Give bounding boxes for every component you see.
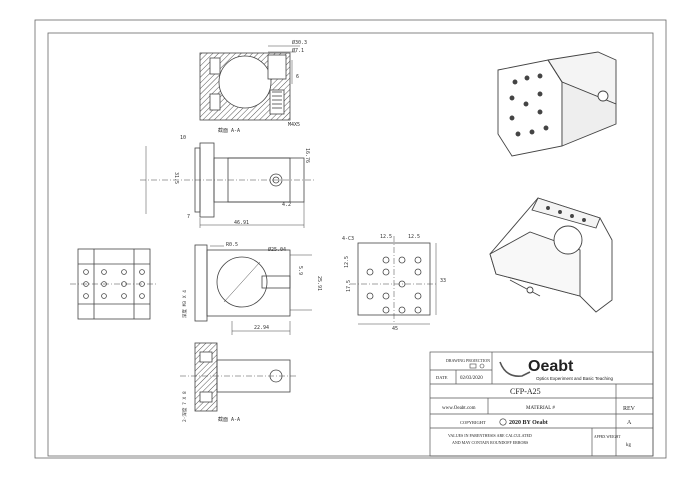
dim-25-91: 25.91 (316, 276, 322, 291)
drawing-projection-label: DRAWING PROJECTION (446, 358, 490, 363)
side-note-b: 2-深度 7 X 8 (181, 391, 188, 422)
hole-pattern-view (350, 236, 438, 325)
dim-12-5-b: 12.5 (408, 234, 420, 240)
front-view (194, 244, 312, 335)
isometric-view-bottom (489, 197, 613, 313)
dim-46-91: 46.91 (234, 220, 249, 226)
dim-4-c3: 4-C3 (342, 236, 354, 242)
material-label: MATERIAL # (526, 406, 555, 411)
copyright-icon (499, 418, 507, 426)
note-line-1: VALUES IN PARENTHESIS ARE CALCULATED (448, 433, 532, 438)
inner-border (47, 32, 654, 457)
section-label-top: 截面 A-A (218, 127, 240, 134)
dim-33: 33 (440, 278, 446, 284)
dim-12-5-c: 12.5 (344, 256, 350, 268)
isometric-view-top (497, 51, 617, 157)
note-line-2: AND MAY CONTAIN ROUNDOFF ERRORS (452, 440, 528, 445)
dim-17-5: 17.5 (346, 280, 352, 292)
dim-31-5: 31.5 (173, 172, 179, 184)
dim-m4: M4X5 (288, 122, 300, 128)
dim-16-76: 16.76 (304, 148, 310, 163)
rev-label: REV (623, 406, 636, 412)
website: www.Oeabt.com (442, 406, 476, 411)
date-label: DATE (436, 375, 448, 380)
part-number: CFP-A25 (510, 387, 541, 396)
section-label-bottom: 截面 A-A (218, 416, 240, 423)
end-view-left (70, 248, 158, 320)
outer-border (34, 19, 667, 459)
date-value: 02/03/2020 (460, 376, 483, 381)
dim-d30-3: Ø30.3 (292, 39, 307, 46)
logo-text: Oeabt (528, 358, 574, 375)
dim-6: 6 (296, 74, 299, 80)
title-block (429, 351, 654, 457)
dim-r0-5: R0.5 (226, 242, 238, 248)
oeabt-logo: Oeabt Optics Experiment and Basic Teachi… (499, 358, 613, 381)
copyright-value: 2020 BY Oeabt (509, 420, 548, 426)
dim-45: 45 (392, 326, 398, 332)
dim-12-5-a: 12.5 (380, 234, 392, 240)
projection-symbol (469, 363, 485, 369)
logo-tagline: Optics Experiment and Basic Teaching (536, 376, 613, 381)
dim-4-2: 4.2 (282, 202, 291, 208)
dim-d7-1: Ø7.1 (292, 47, 304, 54)
side-view (140, 142, 315, 228)
weight-unit: kg (626, 443, 632, 448)
side-note-a: 深度 M3 X 4 (181, 290, 188, 318)
dim-22-94: 22.94 (254, 325, 269, 331)
section-view-top (199, 45, 300, 121)
section-view-bottom (180, 342, 296, 412)
dim-d25-04: Ø25.04 (268, 246, 286, 253)
copyright-label: COPYRIGHT (460, 420, 486, 425)
approx-weight-label: APPRX WEIGHT (594, 435, 621, 439)
dim-7: 7 (187, 214, 190, 220)
dim-5-9: 5.9 (297, 266, 303, 275)
dim-10: 10 (180, 135, 186, 141)
rev-value: A (627, 420, 632, 426)
